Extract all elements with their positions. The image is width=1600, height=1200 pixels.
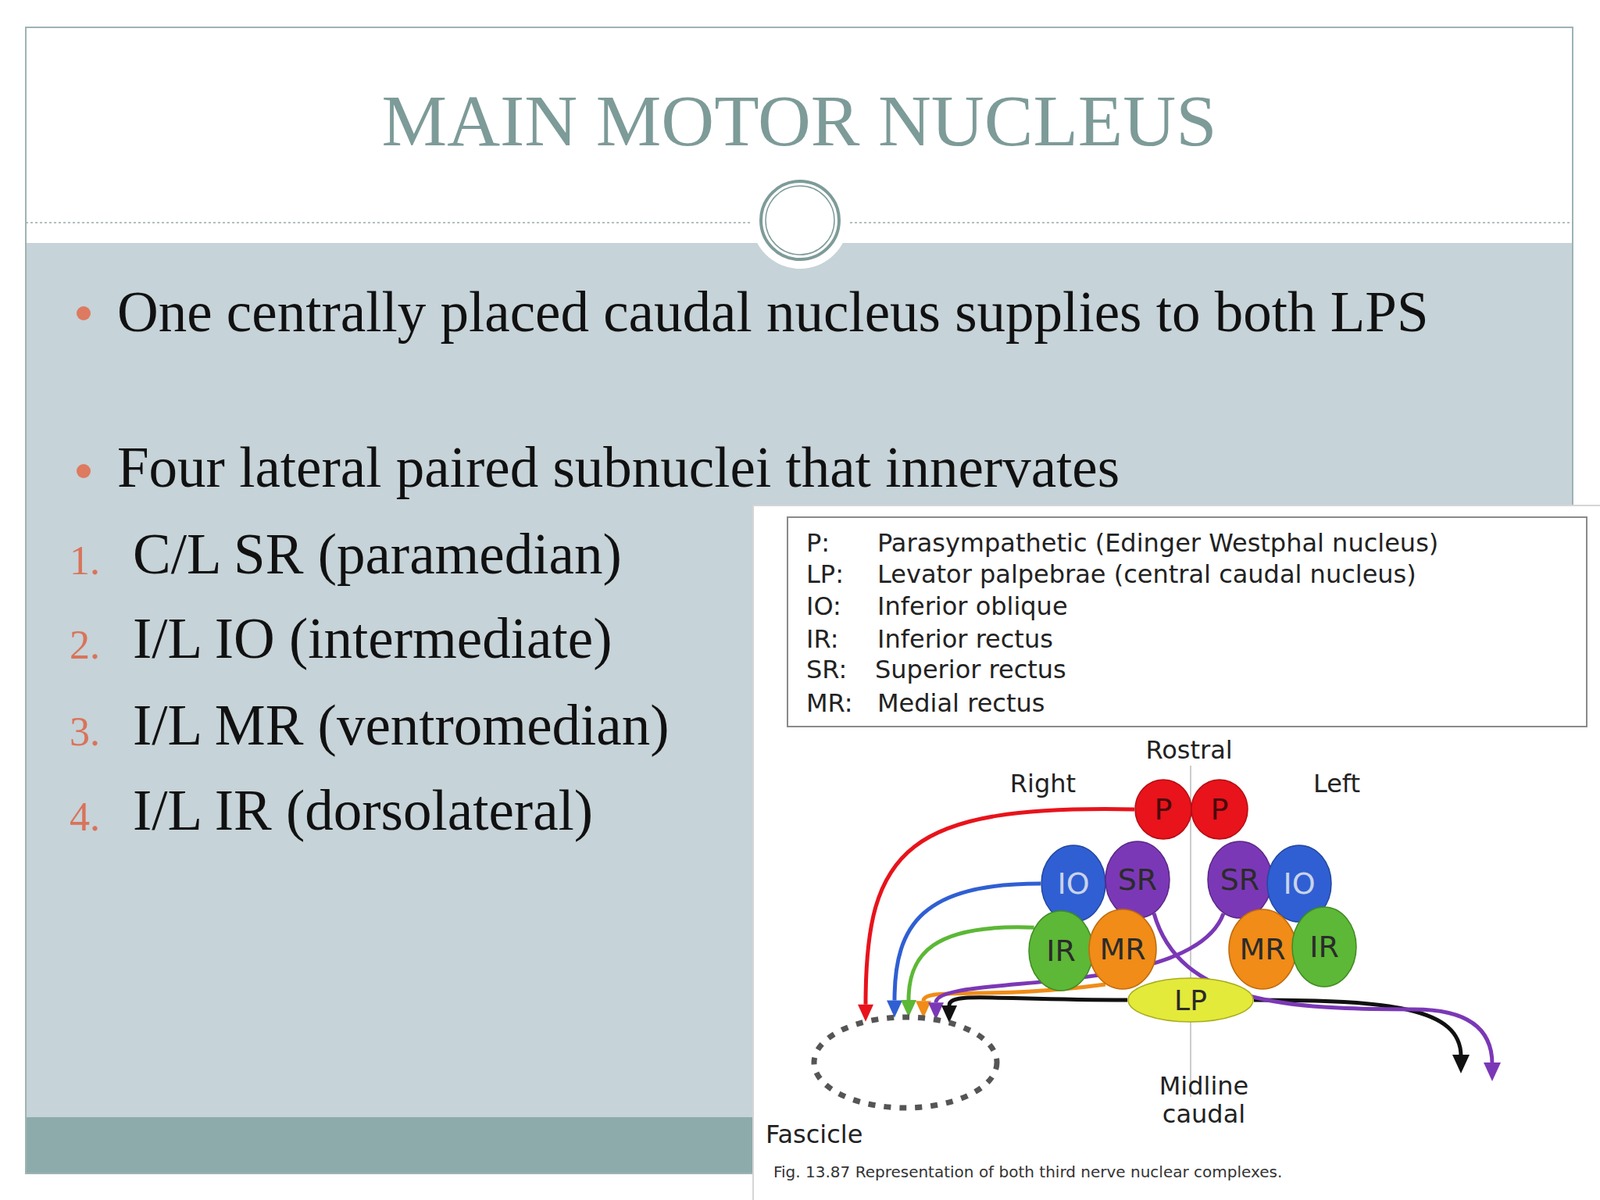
nucleus-ellipse: LP [1127,977,1254,1023]
arrow-head [886,1000,903,1018]
nucleus-label: SR [1104,840,1171,919]
list-number: 1. [69,526,129,596]
key-box [787,517,1587,727]
nerve-fibre-connector [941,997,1128,1023]
node-shape [814,1017,997,1108]
direction-label: Midline caudal [1145,1071,1263,1129]
bullet-text: Four lateral paired subnuclei that inner… [117,433,1516,503]
nucleus-label: LP [1127,977,1254,1023]
node-shape [1089,909,1157,990]
key-description: Inferior oblique [877,590,1581,622]
arrow-head [1483,1062,1501,1082]
figure-caption: Fig. 13.87 Representation of both third … [773,1161,1586,1183]
ornament-ring [760,181,840,260]
nerve-fibre [935,913,1224,1003]
side-label: Right [980,769,1106,798]
ornament-disc [751,171,849,269]
key-abbreviation: MR: [806,687,877,719]
nucleus-label: IR [1028,910,1094,992]
list-item: C/L SR (paramedian) [132,520,915,590]
nucleus-label: IO [1040,844,1107,923]
nerve-fibre [949,997,1128,1006]
key-abbreviation: P: [806,527,877,559]
list-number: 4. [69,782,129,852]
bullet-dot [76,464,91,479]
nerve-fibre-connector [928,913,1224,1020]
figure-panel [753,505,1600,1200]
node-shape [1228,909,1297,990]
nucleus-ellipse: IR [1291,906,1358,988]
node-shape [1207,841,1272,918]
node-shape [1135,779,1192,840]
fascicle-label: Fascicle [765,1118,863,1150]
list-item: I/L IR (dorsolateral) [132,776,915,846]
nucleus-label: MR [1228,908,1297,990]
nerve-fibre-connector [857,809,1135,1022]
divider-line [25,221,750,224]
direction-label: Rostral [1110,735,1268,765]
arrow-head [900,1000,917,1018]
nucleus-ellipse: MR [1228,908,1297,990]
list-number: 2. [69,610,129,680]
nucleus-ellipse: SR [1104,840,1171,919]
nucleus-label: MR [1088,908,1158,990]
divider-line [850,221,1573,224]
key-abbreviation: IR: [806,623,877,655]
list-item: I/L IO (intermediate) [132,604,915,674]
arrow-head [857,1004,874,1022]
key-description: Superior rectus [875,653,1579,686]
key-description: Inferior rectus [877,623,1581,655]
nucleus-ellipse: SR [1207,840,1273,919]
nucleus-ellipse: IR [1028,910,1094,992]
bullet-dot [76,306,91,321]
slide-title: MAIN MOTOR NUCLEUS [25,77,1573,164]
node-shape [1128,978,1254,1022]
arrow-head [941,1005,958,1023]
nucleus-ellipse: MR [1088,908,1158,990]
node-shape [1028,910,1093,991]
key-description: Levator palpebrae (central caudal nucleu… [877,558,1581,590]
node-shape [1105,841,1170,918]
list-number: 3. [69,697,129,767]
key-description: Medial rectus [877,687,1581,719]
node-outline [811,1014,1000,1111]
key-description: Parasympathetic (Edinger Westphal nucleu… [877,527,1581,559]
bullet-text: One centrally placed caudal nucleus supp… [117,278,1516,347]
list-item: I/L MR (ventromedian) [132,691,915,761]
nucleus-label: SR [1207,840,1273,919]
ornament-ring [765,185,835,255]
nucleus-ellipse: P [1134,778,1193,840]
node-shape [1292,907,1357,987]
arrow-head [928,1002,944,1020]
side-label: Left [1274,769,1400,798]
nucleus-label: P [1134,778,1193,840]
arrow-head [1452,1054,1470,1074]
key-abbreviation: SR: [806,653,877,686]
fascicle-circle: Fascicle [811,1014,1000,1111]
nucleus-label: IR [1291,906,1358,988]
node-shape [1191,779,1248,840]
key-abbreviation: LP: [806,558,877,590]
nucleus-ellipse: IO [1040,844,1107,923]
nucleus-ellipse: P [1190,778,1249,840]
nucleus-label: P [1190,778,1249,840]
node-shape [1041,845,1106,922]
key-abbreviation: IO: [806,590,877,622]
